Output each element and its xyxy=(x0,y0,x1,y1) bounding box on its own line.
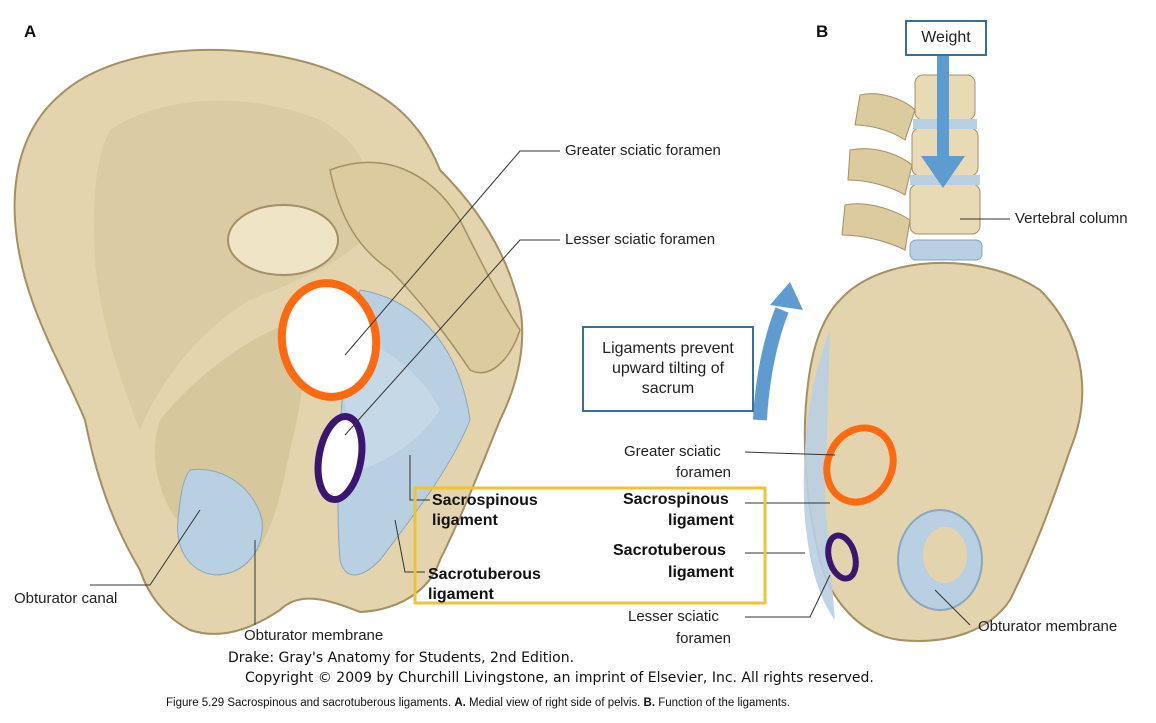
caption-a-marker: A. xyxy=(454,697,466,709)
label-sacrotuberous-b-2: ligament xyxy=(668,564,734,581)
label-obturator-canal: Obturator canal xyxy=(14,590,118,607)
label-lesser-sciatic-foramen: Lesser sciatic foramen xyxy=(565,231,716,248)
label-obturator-membrane-b: Obturator membrane xyxy=(978,618,1118,635)
label-weight: Weight xyxy=(921,29,971,46)
credit-line-1: Drake: Gray's Anatomy for Students, 2nd … xyxy=(228,650,575,666)
ligaments-box-line-2: upward tilting of xyxy=(611,360,725,377)
ligaments-box-line-1: Ligaments prevent xyxy=(602,340,734,357)
weight-arrow xyxy=(921,56,965,188)
label-greater-sciatic-b-2: foramen xyxy=(676,464,732,481)
caption-a-text: Medial view of right side of pelvis. xyxy=(469,697,641,709)
ligaments-info-box: Ligaments prevent upward tilting of sacr… xyxy=(582,326,754,412)
label-sacrospinous-a-2: ligament xyxy=(432,512,498,529)
caption-prefix: Figure 5.29 Sacrospinous and sacrotubero… xyxy=(166,697,452,709)
label-sacrotuberous-b-1: Sacrotuberous xyxy=(613,542,726,559)
label-lesser-sciatic-b-1: Lesser sciatic xyxy=(628,608,719,625)
panel-label-a: A xyxy=(24,22,37,41)
caption-b-marker: B. xyxy=(643,697,656,709)
label-obturator-membrane-a: Obturator membrane xyxy=(244,627,384,644)
label-greater-sciatic-b-1: Greater sciatic xyxy=(624,443,721,460)
label-lesser-sciatic-b-2: foramen xyxy=(676,630,732,647)
label-vertebral-column: Vertebral column xyxy=(1015,210,1128,227)
hip-bone-a xyxy=(13,48,524,635)
label-sacrotuberous-a-1: Sacrotuberous xyxy=(428,566,541,583)
label-greater-sciatic-foramen: Greater sciatic foramen xyxy=(565,142,721,159)
label-sacrospinous-b-1: Sacrospinous xyxy=(623,491,729,508)
credit-line-2: Copyright © 2009 by Churchill Livingston… xyxy=(245,670,874,686)
weight-box: Weight xyxy=(905,20,987,56)
panel-label-b: B xyxy=(816,22,829,41)
highlight-box xyxy=(413,486,767,605)
figure-caption: Figure 5.29 Sacrospinous and sacrotubero… xyxy=(166,697,790,709)
leader-lines-b xyxy=(744,218,1010,626)
label-sacrospinous-b-2: ligament xyxy=(668,512,734,529)
tilt-arrow xyxy=(753,282,803,421)
label-sacrospinous-a-1: Sacrospinous xyxy=(432,492,538,509)
ligaments-box-line-3: sacrum xyxy=(641,380,695,397)
leader-lines-a xyxy=(90,150,560,625)
label-sacrotuberous-a-2: ligament xyxy=(428,586,494,603)
caption-b-text: Function of the ligaments. xyxy=(658,697,790,709)
